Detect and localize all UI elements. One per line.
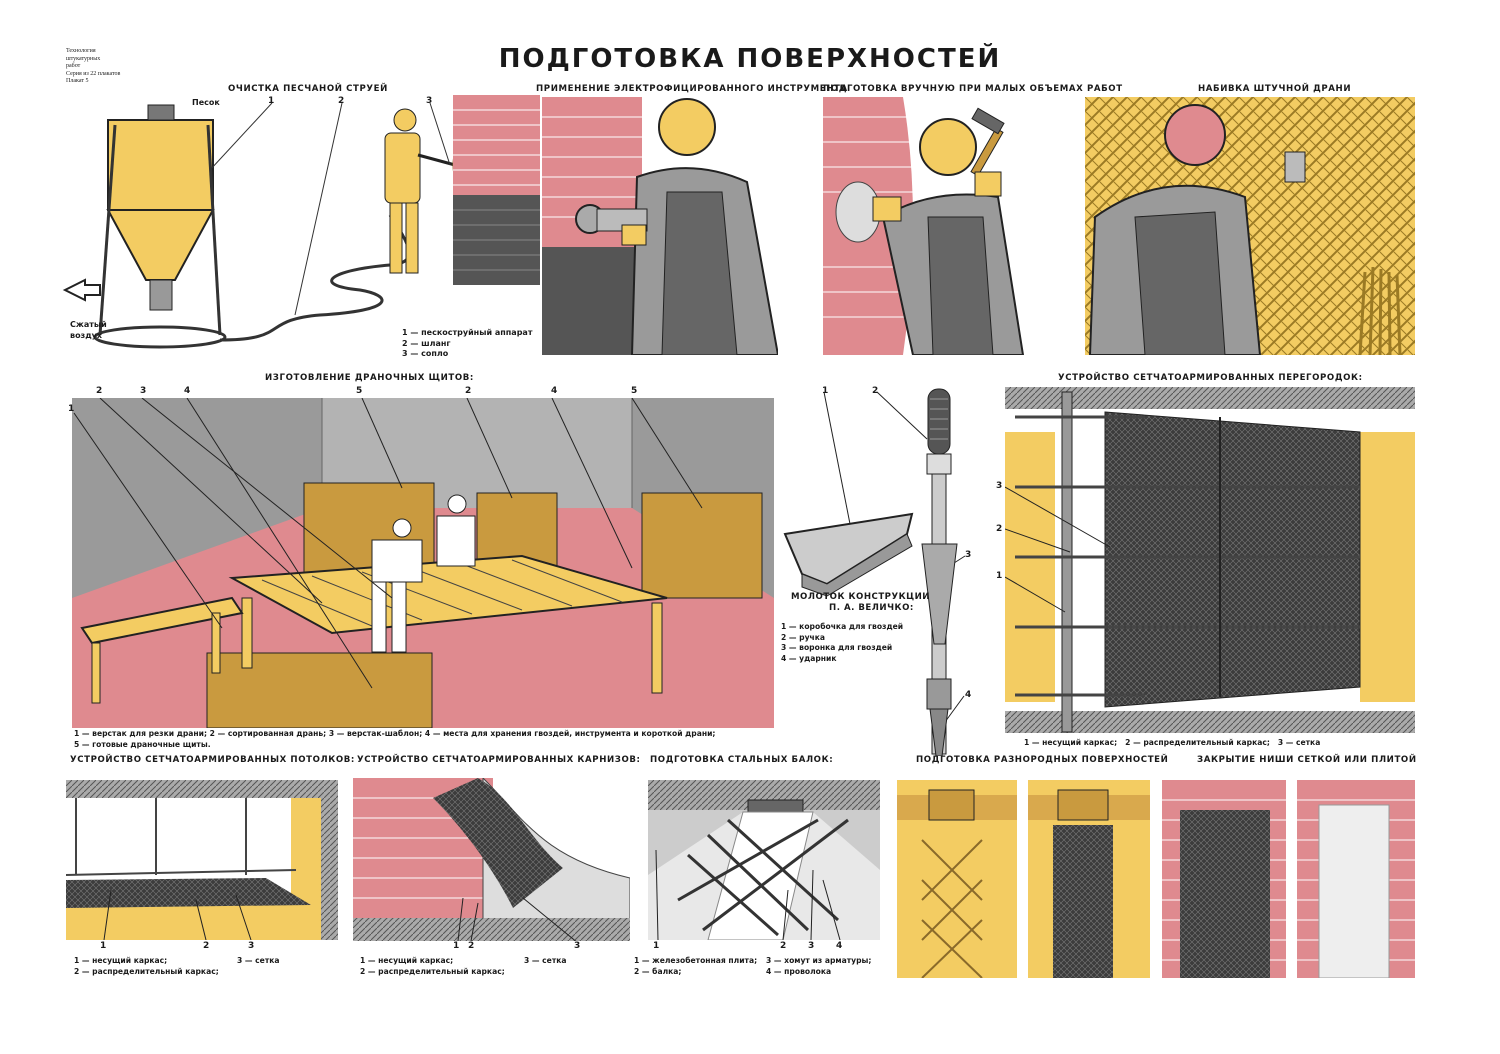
corner-note: Технология штукатурных работ Серия из 22… bbox=[66, 48, 120, 86]
corner-note-line: штукатурных bbox=[66, 55, 101, 62]
callout-number: 2 bbox=[338, 96, 345, 106]
callout-number: 3 bbox=[996, 481, 1003, 491]
partition-illustration bbox=[1005, 387, 1415, 733]
partitions-heading: УСТРОЙСТВО СЕТЧАТОАРМИРОВАННЫХ ПЕРЕГОРОД… bbox=[1058, 373, 1363, 383]
lath-heading: НАБИВКА ШТУЧНОЙ ДРАНИ bbox=[1198, 84, 1352, 94]
hammer-title-line: МОЛОТОК КОНСТРУКЦИИ bbox=[791, 592, 930, 602]
hammer-illustration bbox=[783, 388, 966, 756]
callout-number: 3 bbox=[248, 941, 255, 951]
label-air: Сжатый bbox=[70, 320, 107, 329]
cornices-heading: УСТРОЙСТВО СЕТЧАТОАРМИРОВАННЫХ КАРНИЗОВ: bbox=[357, 755, 641, 765]
cornice-illustration bbox=[353, 778, 630, 941]
callout-number: 1 bbox=[68, 404, 75, 414]
callout-number: 1 bbox=[822, 386, 829, 396]
poster-title: ПОДГОТОВКА ПОВЕРХНОСТЕЙ bbox=[498, 44, 1002, 74]
mixed-heading: ПОДГОТОВКА РАЗНОРОДНЫХ ПОВЕРХНОСТЕЙ bbox=[916, 755, 1169, 765]
lath-illustration bbox=[1085, 97, 1415, 355]
workshop-illustration bbox=[72, 398, 774, 728]
legend-line: 3 — воронка для гвоздей bbox=[781, 643, 893, 652]
mixed-surface-mesh-illustration bbox=[1028, 780, 1150, 978]
callout-number: 5 bbox=[631, 386, 638, 396]
manual-prep-illustration bbox=[823, 97, 1027, 355]
callout-number: 2 bbox=[872, 386, 879, 396]
hammer-title-line: П. А. ВЕЛИЧКО: bbox=[829, 602, 914, 613]
callout-number: 5 bbox=[356, 386, 363, 396]
legend-line: 1 — пескоструйный аппарат bbox=[402, 328, 533, 337]
ceilings-legend-b: 2 — распределительный каркас; bbox=[74, 967, 219, 976]
legend-line: 2 — шланг bbox=[402, 338, 451, 348]
legend-line: 1 — коробочка для гвоздей bbox=[781, 622, 904, 631]
hammer-title: МОЛОТОК КОНСТРУКЦИИ П. А. ВЕЛИЧКО: bbox=[791, 592, 930, 613]
shields-heading: ИЗГОТОВЛЕНИЕ ДРАНОЧНЫХ ЩИТОВ: bbox=[265, 373, 474, 383]
shields-legend-line-2: 5 — готовые драночные щиты. bbox=[74, 740, 211, 749]
callout-number: 4 bbox=[965, 690, 972, 700]
partitions-legend: 1 — несущий каркас; 2 — распределительны… bbox=[1024, 738, 1321, 747]
ceilings-legend-c: 3 — сетка bbox=[237, 956, 280, 965]
beams-legend-d: 4 — проволока bbox=[766, 967, 832, 976]
callout-number: 4 bbox=[551, 386, 558, 396]
callout-number: 2 bbox=[468, 941, 475, 951]
sandblast-legend: 1 — пескоструйный аппарат 2 — шланг 3 — … bbox=[402, 328, 532, 360]
beams-legend-b: 2 — балка; bbox=[634, 967, 682, 976]
callout-number: 2 bbox=[465, 386, 472, 396]
niche-mesh-illustration bbox=[1162, 780, 1286, 978]
sandblast-heading: ОЧИСТКА ПЕСЧАНОЙ СТРУЕЙ bbox=[228, 84, 388, 94]
cornices-legend-c: 3 — сетка bbox=[524, 956, 567, 965]
electric-heading: ПРИМЕНЕНИЕ ЭЛЕКТРОФИЦИРОВАННОГО ИНСТРУМЕ… bbox=[536, 84, 848, 94]
callout-number: 4 bbox=[184, 386, 191, 396]
callout-number: 3 bbox=[426, 96, 433, 106]
mixed-surface-lath-illustration bbox=[897, 780, 1017, 978]
legend-line: 3 — сопло bbox=[402, 349, 449, 358]
hammer-legend: 1 — коробочка для гвоздей 2 — ручка 3 — … bbox=[781, 622, 903, 664]
callout-number: 1 bbox=[653, 941, 660, 951]
ceiling-illustration bbox=[66, 780, 338, 940]
callout-number: 3 bbox=[808, 941, 815, 951]
ceilings-legend-a: 1 — несущий каркас; bbox=[74, 956, 168, 965]
callout-number: 1 bbox=[268, 96, 275, 106]
corner-note-line: Технология bbox=[66, 48, 96, 54]
callout-number: 4 bbox=[836, 941, 843, 951]
niche-heading: ЗАКРЫТИЕ НИШИ СЕТКОЙ ИЛИ ПЛИТОЙ bbox=[1197, 755, 1417, 765]
niche-slab-illustration bbox=[1297, 780, 1415, 978]
corner-note-line: Серия из 22 плакатов bbox=[66, 70, 121, 77]
callout-number: 3 bbox=[965, 550, 972, 560]
ceilings-heading: УСТРОЙСТВО СЕТЧАТОАРМИРОВАННЫХ ПОТОЛКОВ: bbox=[70, 755, 355, 765]
electric-tool-illustration bbox=[542, 97, 778, 355]
callout-number: 1 bbox=[453, 941, 460, 951]
callout-number: 3 bbox=[140, 386, 147, 396]
legend-line: 4 — ударник bbox=[781, 653, 837, 663]
sandblast-illustration bbox=[62, 95, 540, 349]
manual-heading: ПОДГОТОВКА ВРУЧНУЮ ПРИ МАЛЫХ ОБЪЕМАХ РАБ… bbox=[823, 84, 1123, 94]
callout-number: 2 bbox=[203, 941, 210, 951]
cornices-legend-a: 1 — несущий каркас; bbox=[360, 956, 454, 965]
steel-beam-illustration bbox=[648, 780, 880, 940]
beams-legend-c: 3 — хомут из арматуры; bbox=[766, 956, 872, 965]
legend-line: 2 — ручка bbox=[781, 632, 826, 642]
callout-number: 2 bbox=[996, 524, 1003, 534]
callout-number: 1 bbox=[996, 571, 1003, 581]
label-sand: Песок bbox=[192, 98, 220, 107]
shields-legend-line-1: 1 — верстак для резки драни; 2 — сортиро… bbox=[74, 729, 716, 738]
beams-legend-a: 1 — железобетонная плита; bbox=[634, 956, 758, 965]
cornices-legend-b: 2 — распределительный каркас; bbox=[360, 967, 505, 976]
callout-number: 3 bbox=[574, 941, 581, 951]
corner-note-line: работ bbox=[66, 63, 81, 69]
beams-heading: ПОДГОТОВКА СТАЛЬНЫХ БАЛОК: bbox=[650, 755, 834, 765]
callout-number: 1 bbox=[100, 941, 107, 951]
callout-number: 2 bbox=[96, 386, 103, 396]
corner-note-line: Плакат 5 bbox=[66, 78, 89, 84]
callout-number: 2 bbox=[780, 941, 787, 951]
label-air: воздух bbox=[70, 331, 103, 340]
